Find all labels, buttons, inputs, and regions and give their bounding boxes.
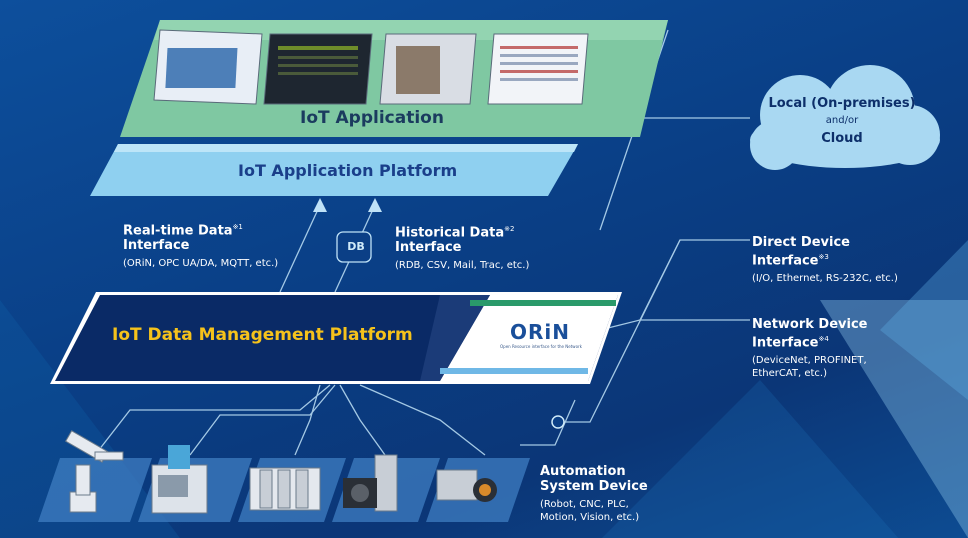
historical-data-interface: Historical Data※2 Interface (RDB, CSV, M… [395, 222, 529, 272]
cloud-line2: and/or [825, 115, 859, 126]
orin-logo: ORiN Open Resource interface for the Net… [500, 320, 582, 349]
automation-title-line2: System Device [540, 479, 648, 494]
historical-title-line2: Interface [395, 240, 462, 256]
historical-note: ※2 [504, 225, 515, 233]
cloud-line1: Local (On-premises) [768, 96, 916, 111]
network-details-line2: EtherCAT, etc.) [752, 368, 828, 380]
motion-icon [343, 454, 398, 512]
automation-title-line1: Automation [540, 464, 626, 479]
iot-application-platform-title: IoT Application Platform [238, 161, 458, 180]
realtime-title-line2: Interface [123, 238, 190, 254]
network-title-line2: Interface [752, 335, 819, 351]
cloud-label: Local (On-premises) and/or Cloud [752, 96, 932, 146]
automation-details-line2: Motion, Vision, etc.) [540, 512, 640, 523]
db-badge: DB [347, 240, 365, 253]
app-screenshots [153, 29, 589, 105]
direct-note: ※3 [818, 253, 829, 261]
direct-title-line2: Interface [752, 253, 819, 269]
direct-device-interface: Direct Device Interface※3 (I/O, Ethernet… [752, 235, 898, 285]
automation-details-line1: (Robot, CNC, PLC, [540, 499, 629, 510]
direct-title-line1: Direct Device [752, 235, 850, 250]
realtime-details: (ORiN, OPC UA/DA, MQTT, etc.) [123, 258, 279, 270]
realtime-note: ※1 [232, 223, 243, 231]
iot-application-title: IoT Application [300, 108, 444, 128]
network-title-line1: Network Device [752, 317, 868, 332]
robot-icon [64, 430, 124, 513]
historical-title-line1: Historical Data [395, 225, 505, 241]
iot-data-management-title: IoT Data Management Platform [112, 325, 413, 345]
network-details-line1: (DeviceNet, PROFINET, [752, 355, 867, 367]
orin-logo-text: ORiN [510, 320, 570, 344]
plc-icon [249, 467, 321, 511]
vision-icon [436, 469, 497, 502]
direct-details: (I/O, Ethernet, RS-232C, etc.) [752, 273, 898, 285]
cloud-line3: Cloud [821, 131, 863, 146]
network-note: ※4 [818, 335, 829, 343]
historical-details: (RDB, CSV, Mail, Trac, etc.) [395, 260, 530, 272]
realtime-title-line1: Real-time Data [123, 223, 233, 239]
cnc-icon [151, 445, 208, 514]
orin-logo-subtext: Open Resource interface for the Network [500, 344, 582, 349]
network-device-interface: Network Device Interface※4 (DeviceNet, P… [752, 317, 868, 380]
automation-system-device: Automation System Device (Robot, CNC, PL… [540, 464, 648, 524]
realtime-data-interface: Real-time Data※1 Interface (ORiN, OPC UA… [123, 220, 278, 270]
